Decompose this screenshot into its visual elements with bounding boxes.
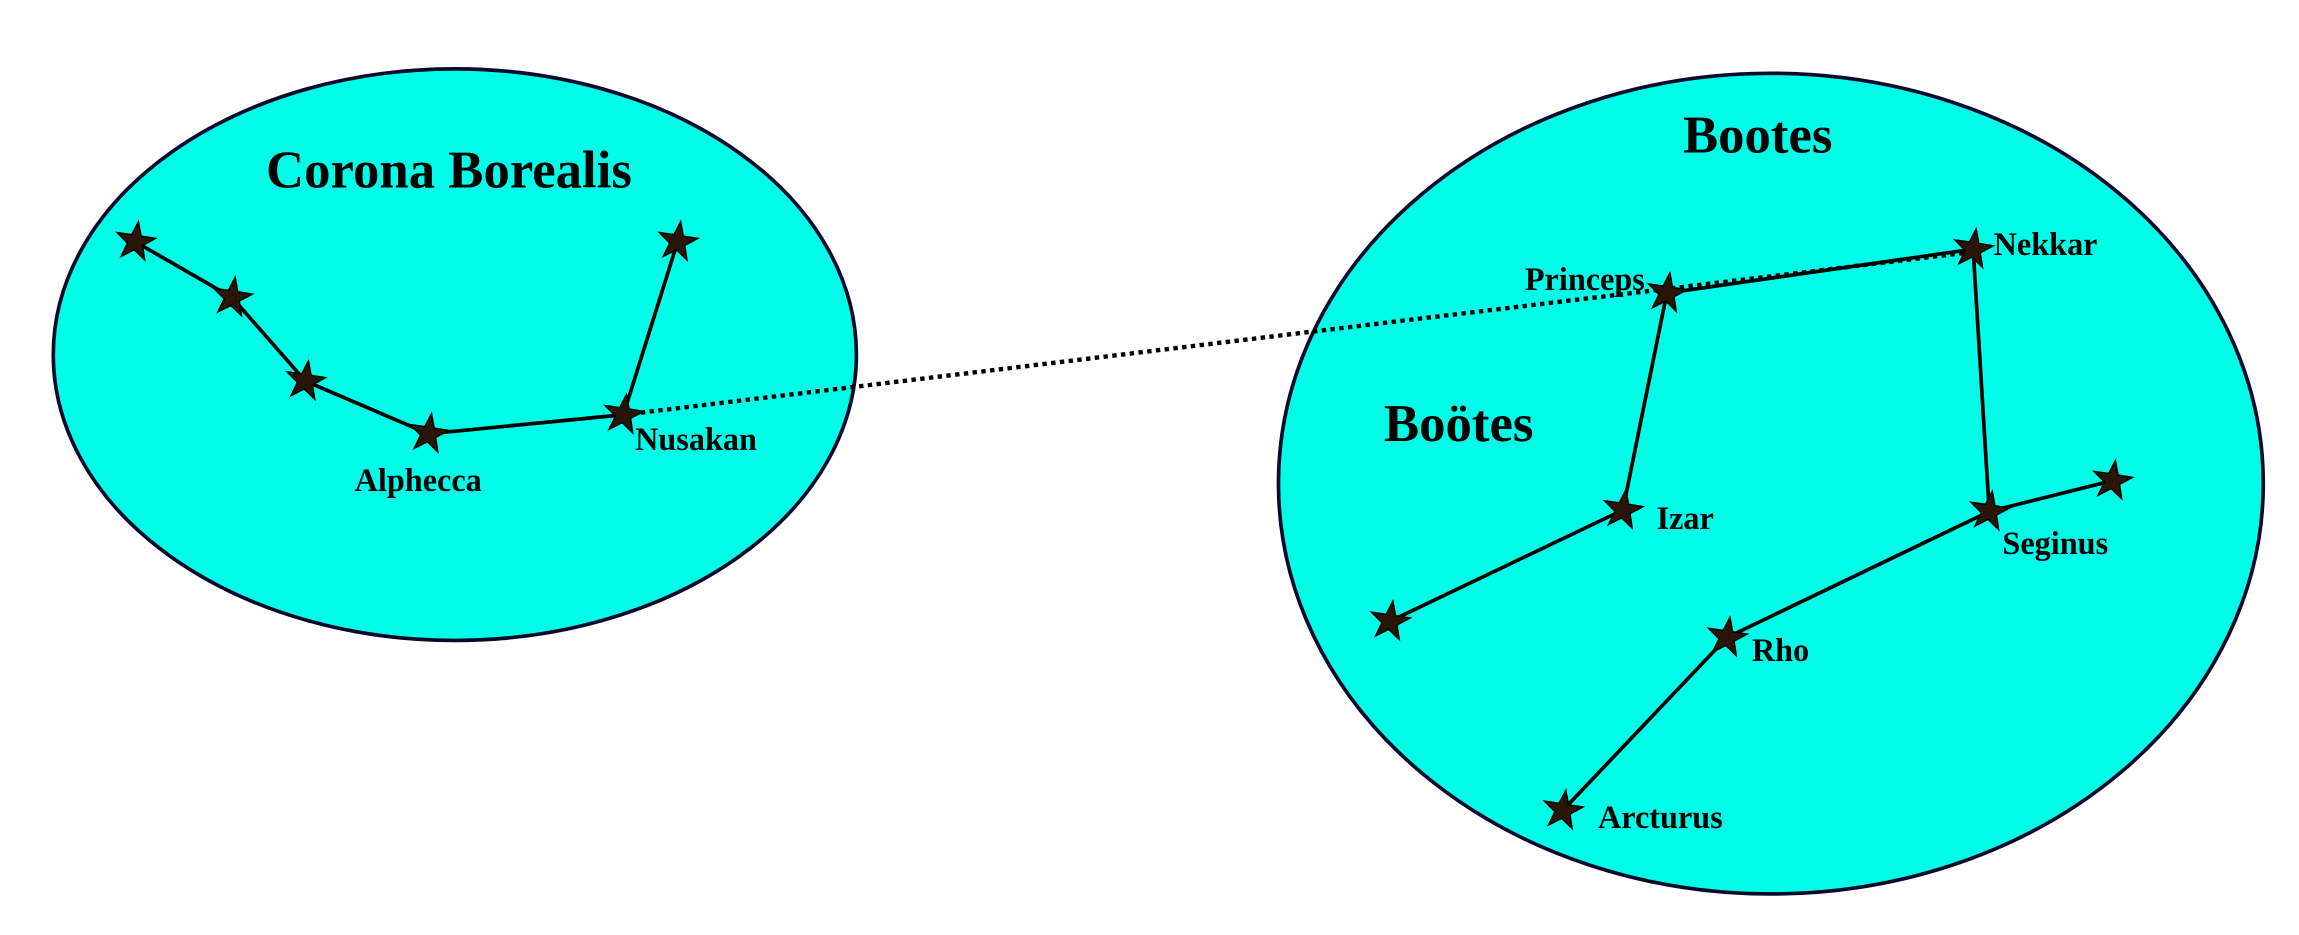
label-nekkar: Nekkar bbox=[1994, 226, 2098, 262]
line-cb3-alphecca bbox=[304, 379, 430, 436]
line-cb2-cb3 bbox=[230, 296, 307, 383]
label-princeps: Princeps bbox=[1525, 261, 1645, 297]
star-icon-b4 bbox=[1369, 598, 1413, 642]
bootes-subtitle: Boötes bbox=[1384, 395, 1533, 453]
line-nekkar-seginus bbox=[1971, 249, 1992, 512]
star-icon-nusakan bbox=[603, 392, 646, 435]
bootes-region bbox=[1276, 71, 2266, 896]
label-seginus: Seginus bbox=[2002, 525, 2108, 561]
line-izar-b4 bbox=[1389, 508, 1624, 624]
corona-borealis-region bbox=[51, 67, 859, 643]
star-icon-cb2 bbox=[211, 275, 255, 318]
label-arcturus: Arcturus bbox=[1598, 799, 1723, 835]
label-rho: Rho bbox=[1752, 632, 1809, 668]
line-seginus-b6 bbox=[1988, 478, 2113, 514]
line-alphecca-nusakan bbox=[428, 412, 624, 436]
star-icon-arcturus bbox=[1542, 787, 1586, 831]
star-icon-cb3 bbox=[285, 358, 328, 402]
star-icon-cb1 bbox=[115, 219, 158, 263]
corona-borealis-title: Corona Borealis bbox=[266, 142, 632, 200]
star-icon-nekkar bbox=[1952, 226, 1996, 270]
line-seginus-rho bbox=[1726, 509, 1991, 640]
bootes-title: Bootes bbox=[1683, 106, 1832, 164]
label-nusakan: Nusakan bbox=[635, 421, 757, 457]
stars bbox=[115, 219, 2135, 831]
label-izar: Izar bbox=[1657, 500, 1714, 536]
star-icon-rho bbox=[1706, 615, 1750, 658]
star-icon-seginus bbox=[1968, 488, 2012, 532]
star-icon-princeps bbox=[1646, 270, 1690, 314]
star-icon-alphecca bbox=[408, 411, 451, 455]
constellation-lines bbox=[134, 240, 2113, 812]
star-icon-cb6 bbox=[657, 219, 701, 263]
label-alphecca: Alphecca bbox=[355, 462, 482, 498]
line-nusakan-cb6 bbox=[621, 241, 680, 416]
star-icon-b6 bbox=[2091, 458, 2135, 501]
star-icon-izar bbox=[1602, 487, 1646, 531]
line-rho-arcturus bbox=[1561, 636, 1729, 812]
line-princeps-izar bbox=[1621, 292, 1669, 511]
dotted-connector-nusakan-nekkar bbox=[623, 249, 1972, 417]
